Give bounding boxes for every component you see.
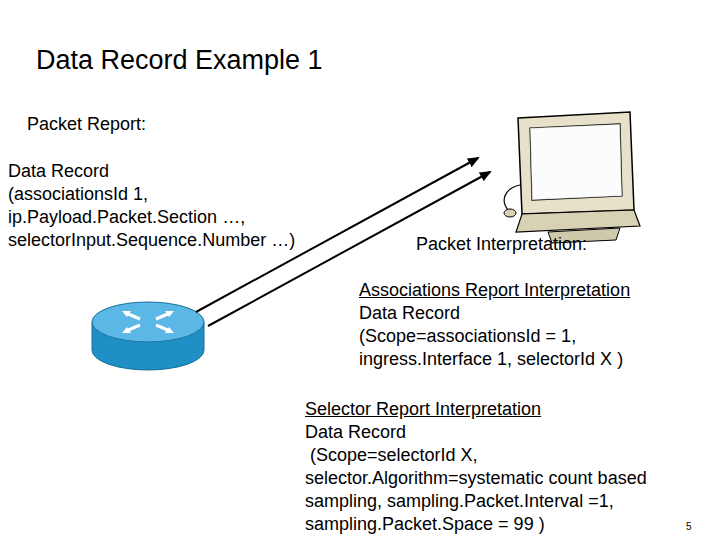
slide-title: Data Record Example 1 (36, 44, 323, 76)
interpretation-heading: Selector Report Interpretation (305, 398, 541, 421)
page-number: 5 (686, 520, 692, 534)
section-heading: Packet Report: (27, 113, 146, 136)
record-heading: Data Record (305, 421, 406, 444)
record-body: (Scope=selectorId X, selector.Algorithm=… (305, 444, 720, 536)
computer-icon (504, 112, 640, 243)
interpretation-heading: Associations Report Interpretation (359, 279, 630, 302)
record-body: (associationsId 1, ip.Payload.Packet.Sec… (8, 183, 346, 252)
record-body: (Scope=associationsId = 1, ingress.Inter… (359, 325, 689, 371)
router-icon (92, 302, 204, 370)
record-heading: Data Record (359, 302, 460, 325)
section-heading: Packet Interpretation: (416, 233, 587, 256)
record-heading: Data Record (8, 160, 109, 183)
